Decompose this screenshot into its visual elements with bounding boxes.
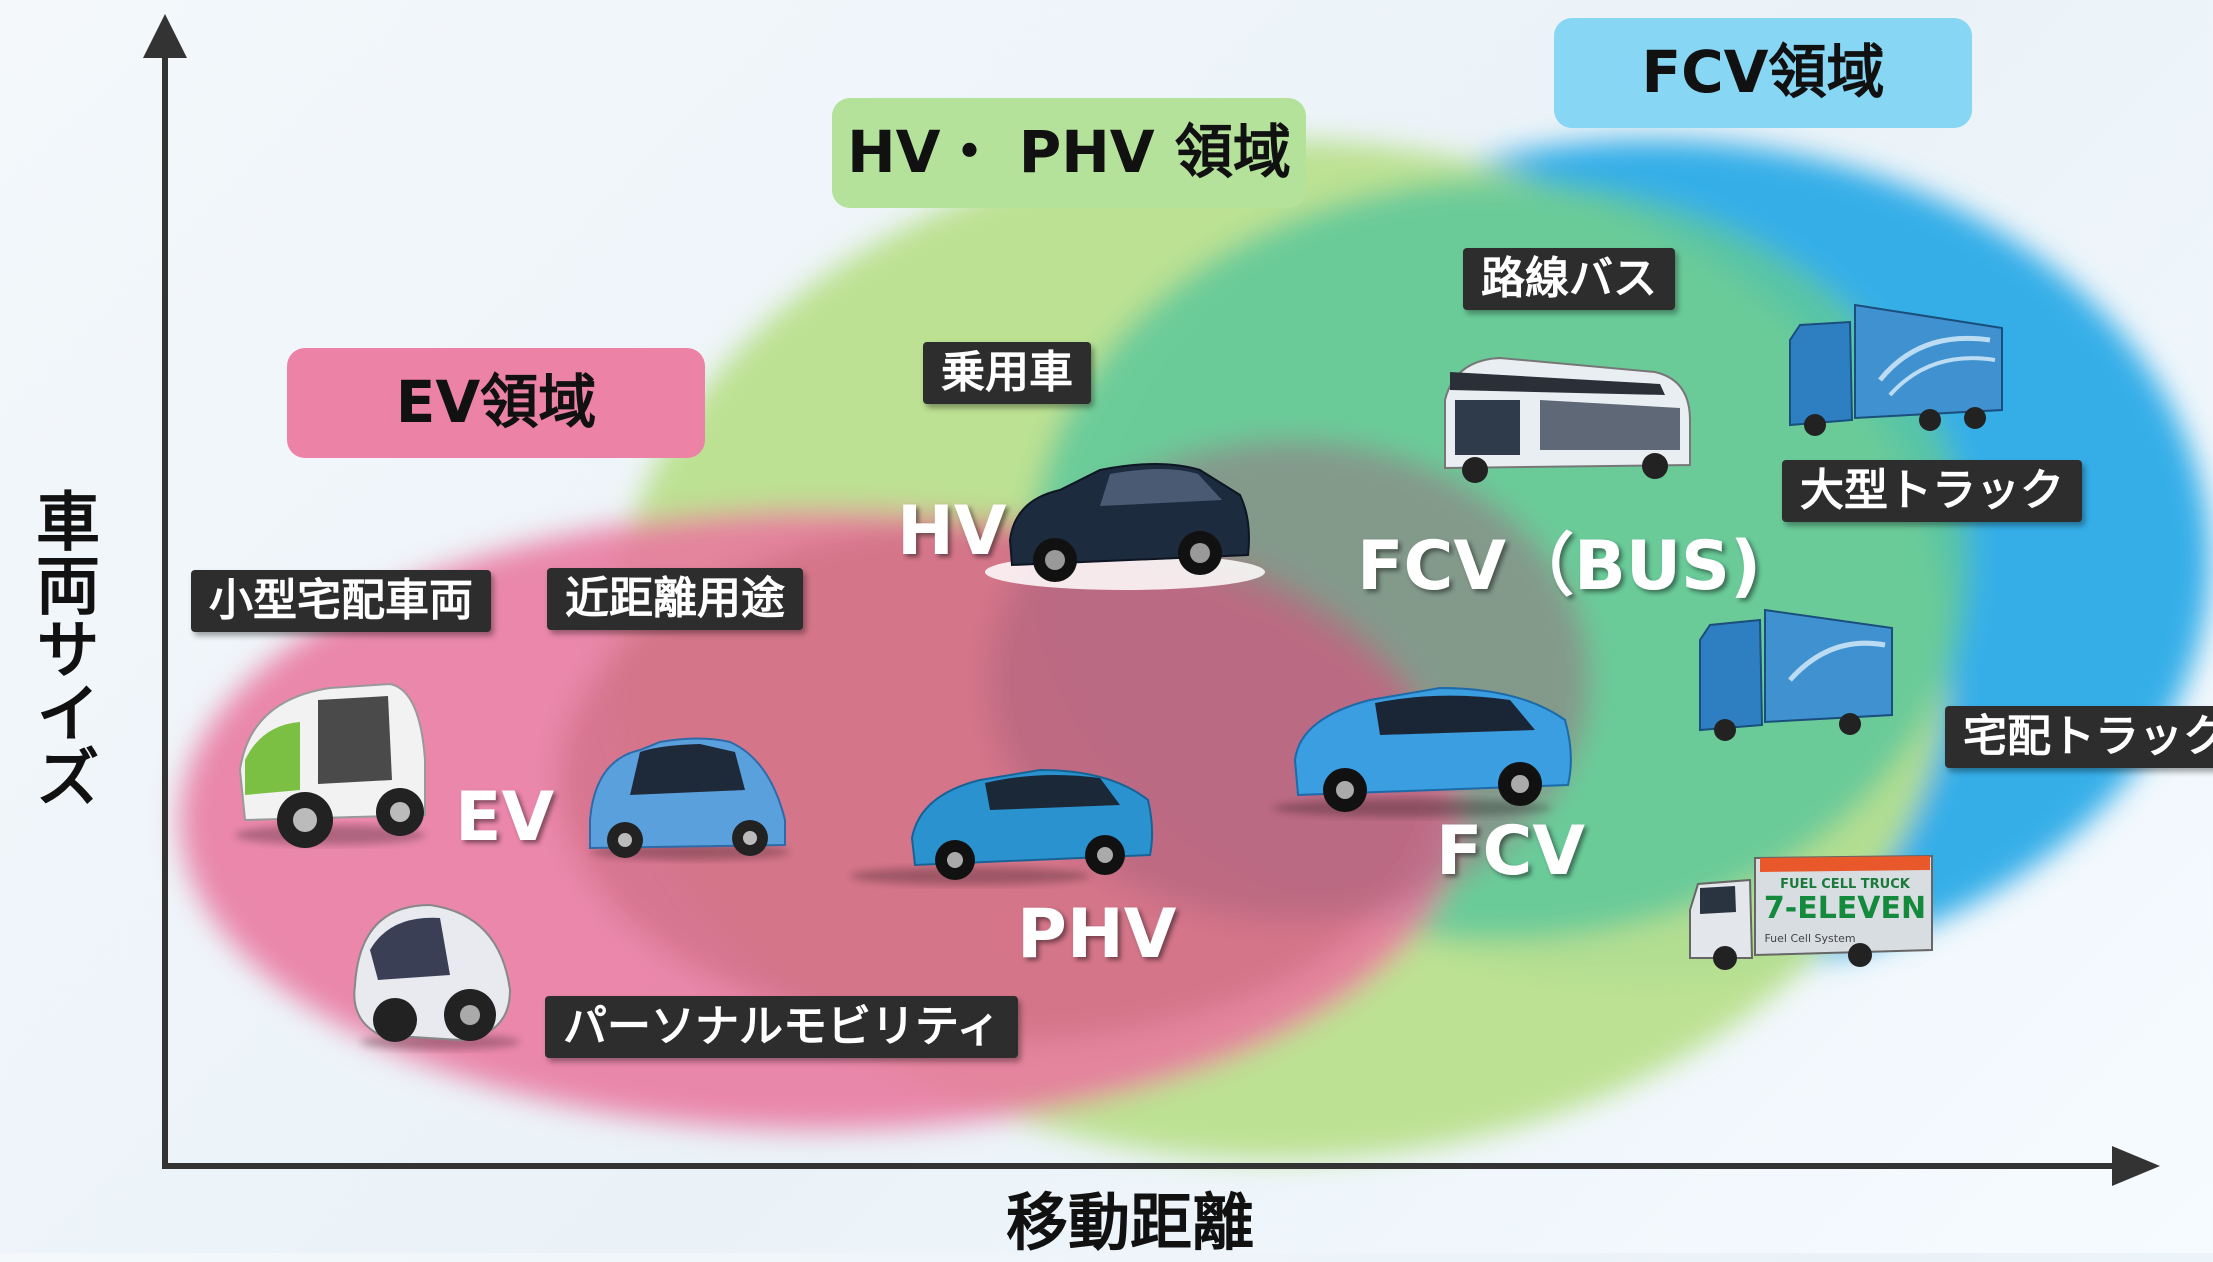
tag-short-distance: 近距離用途 [547, 568, 803, 630]
tag-small-delivery: 小型宅配車両 [191, 570, 491, 632]
fcv-bus-icon [1444, 356, 1691, 483]
tag-delivery-truck: 宅配トラック [1945, 706, 2213, 768]
label-hv: HV [897, 492, 1007, 571]
fcv-region-label: FCV領域 [1554, 18, 1972, 128]
y-axis-label: 車両サイズ [25, 488, 99, 808]
y-axis-arrow-icon [143, 14, 187, 58]
ev-car-icon [589, 737, 790, 860]
ev-region-label: EV領域 [287, 348, 705, 458]
truck-sub-text: Fuel Cell System [1764, 932, 1855, 945]
truck-brand-text: 7-ELEVEN [1764, 891, 1926, 926]
small-delivery-vehicle-icon [235, 682, 426, 848]
label-fcv: FCV [1436, 812, 1585, 891]
x-axis-arrow-icon [2112, 1146, 2160, 1186]
large-truck-icon [1789, 303, 2003, 436]
label-ev: EV [455, 778, 555, 857]
axes [143, 14, 2160, 1186]
phv-car-icon [850, 768, 1154, 885]
label-phv: PHV [1017, 895, 1177, 974]
tag-passenger-car: 乗用車 [923, 342, 1091, 404]
fcv-car-icon [1272, 686, 1572, 817]
fuel-cell-truck-icon: FUEL CELL TRUCK 7-ELEVEN Fuel Cell Syste… [1689, 854, 1933, 970]
tag-personal-mobility: パーソナルモビリティ [545, 996, 1019, 1058]
truck-top-text: FUEL CELL TRUCK [1780, 877, 1911, 892]
tag-large-truck: 大型トラック [1782, 460, 2082, 522]
tag-route-bus: 路線バス [1463, 248, 1675, 310]
hv-phv-region-label: HV・ PHV 領域 [832, 98, 1306, 208]
x-axis-label: 移動距離 [1006, 1186, 1255, 1259]
delivery-truck-icon [1699, 608, 1893, 741]
personal-mobility-icon [353, 903, 520, 1050]
hv-car-icon [985, 463, 1265, 590]
label-fcv-bus: FCV（BUS) [1357, 527, 1762, 606]
